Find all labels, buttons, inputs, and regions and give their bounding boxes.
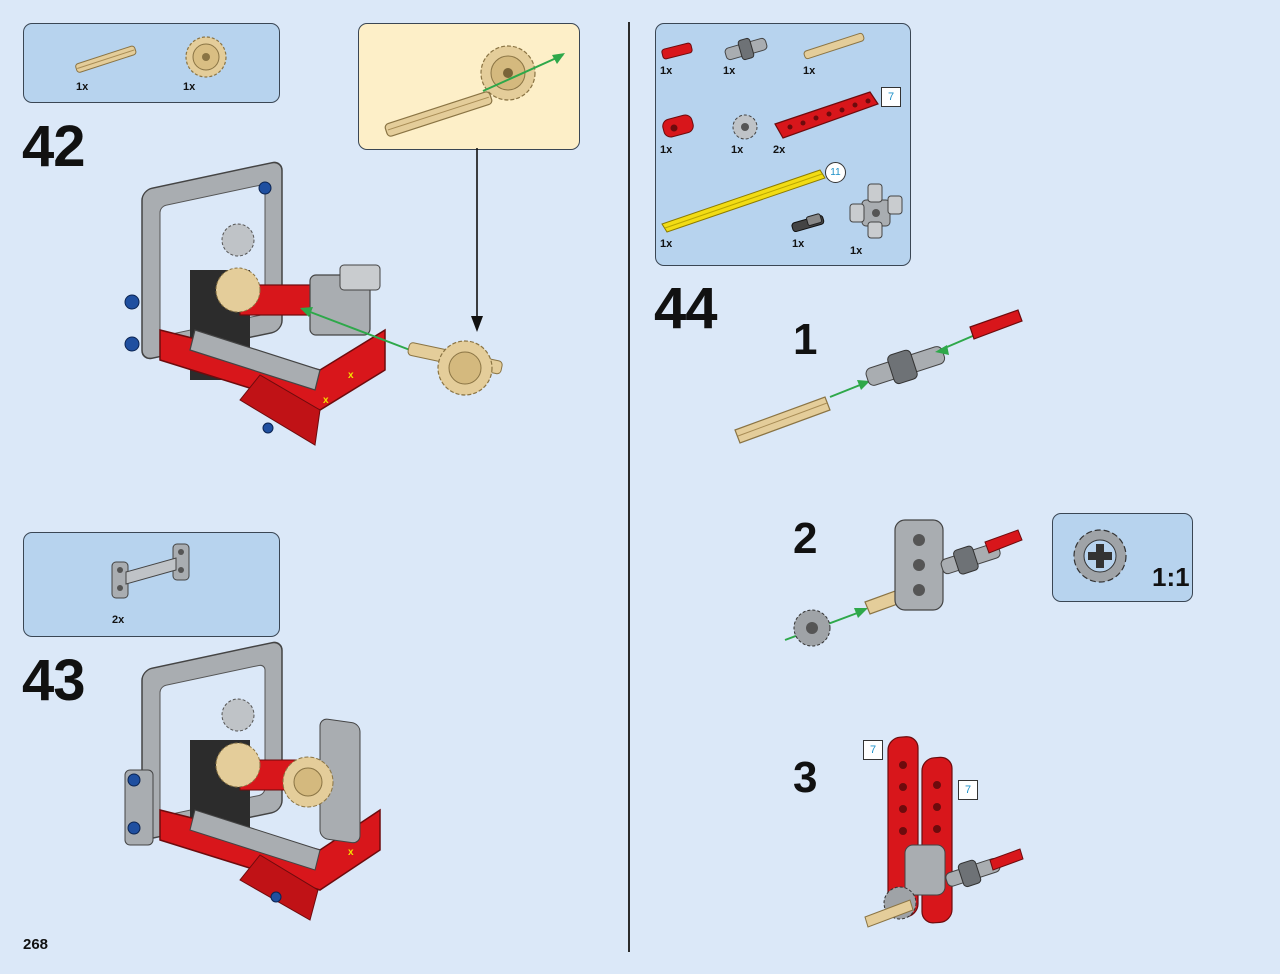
substep-1-illustration — [734, 309, 1023, 444]
part-qty: 1x — [803, 65, 816, 77]
tan-axle-part-icon — [803, 32, 865, 60]
parts-list-step-43 — [23, 532, 280, 637]
part-qty: 1x — [792, 238, 805, 250]
grey-cross-block-part-icon — [849, 183, 903, 239]
substep-number-2: 2 — [793, 514, 818, 563]
part-qty: 1x — [183, 81, 196, 93]
part-qty: 1x — [850, 245, 863, 257]
substep-3-illustration — [864, 736, 1024, 928]
grey-gear-icon — [1073, 529, 1127, 583]
parts-list-step-42 — [23, 23, 280, 103]
tan-axle-part-icon — [75, 45, 137, 73]
svg-text:x: x — [323, 395, 329, 406]
column-divider — [628, 22, 630, 952]
part-qty: 1x — [660, 238, 673, 250]
gear-ratio-label: 1:1 — [1152, 562, 1190, 592]
substep-2-illustration — [784, 519, 1023, 647]
part-qty: 2x — [112, 614, 125, 626]
yellow-axle-part-icon — [661, 169, 826, 233]
red-beam-long-part-icon — [774, 91, 879, 139]
model-assembly-step-43: x — [124, 641, 381, 921]
length-badge: 7 — [863, 740, 883, 760]
length-badge: 7 — [958, 780, 978, 800]
callout-axle-gear-illustration — [384, 45, 565, 137]
part-qty: 1x — [731, 144, 744, 156]
page-number: 268 — [23, 936, 49, 953]
step-number-43: 43 — [22, 648, 86, 713]
step-number-42: 42 — [22, 114, 86, 179]
universal-joint-part-icon — [724, 37, 768, 61]
grey-h-frame-part-icon — [111, 543, 190, 599]
tan-gear-part-icon — [185, 36, 227, 78]
part-qty: 1x — [660, 144, 673, 156]
red-axle-part-icon — [661, 42, 693, 60]
length-badge: 7 — [881, 87, 901, 107]
step-number-44: 44 — [654, 276, 718, 341]
grey-gear-part-icon — [732, 114, 758, 140]
substep-number-3: 3 — [793, 753, 818, 802]
callout-pointer-arrow — [471, 148, 483, 332]
substep-number-1: 1 — [793, 315, 818, 364]
model-assembly-step-42: x x — [124, 161, 503, 446]
part-qty: 1x — [723, 65, 736, 77]
part-qty: 2x — [773, 144, 786, 156]
length-badge: 11 — [825, 162, 846, 183]
red-beam-short-part-icon — [662, 114, 694, 138]
svg-text:x: x — [348, 847, 354, 858]
part-qty: 1x — [660, 65, 673, 77]
black-axle-pin-part-icon — [791, 213, 825, 233]
part-qty: 1x — [76, 81, 89, 93]
svg-text:x: x — [348, 370, 354, 381]
